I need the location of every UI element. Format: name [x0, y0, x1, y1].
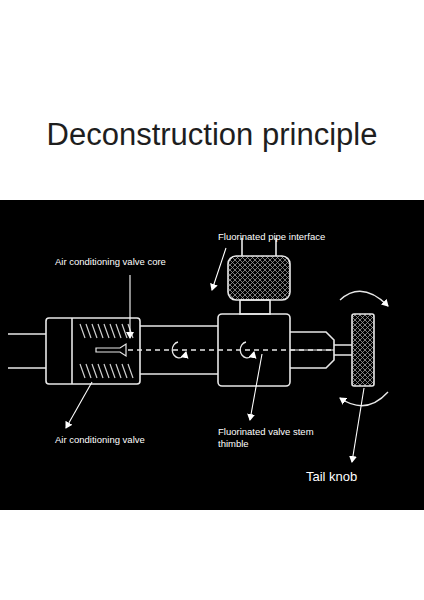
tail-knob — [352, 314, 374, 386]
pipe-stub — [8, 334, 46, 368]
rotation-arrow — [240, 342, 254, 358]
leader-lines — [66, 248, 364, 462]
stem-shaft — [334, 345, 352, 355]
screw-threads — [80, 324, 133, 378]
thread-stroke — [104, 324, 109, 378]
leader-line — [66, 382, 92, 428]
part-label: Air conditioning valve core — [55, 256, 166, 268]
thread-stroke — [98, 324, 103, 378]
valve-nut — [46, 318, 140, 384]
rotation-arrow — [340, 291, 388, 306]
rotation-arrow — [340, 392, 388, 406]
part-label: Tail knob — [306, 469, 357, 485]
leader-line — [250, 354, 262, 420]
thread-stroke — [110, 324, 115, 378]
rotation-arrow — [172, 342, 186, 358]
thread-stroke — [116, 324, 121, 378]
thread-stroke — [86, 324, 91, 378]
valve-core — [96, 344, 126, 356]
valve-stem — [128, 349, 334, 350]
page-title: Deconstruction principle — [0, 117, 424, 153]
leader-line — [352, 388, 364, 462]
part-label: Fluorinated pipe interface — [218, 231, 325, 243]
nut-edge — [71, 318, 73, 384]
valve-drawing — [8, 238, 388, 406]
leader-line — [212, 248, 226, 290]
part-label: Fluorinated valve stem thimble — [218, 426, 343, 450]
thread-stroke — [80, 324, 85, 378]
part-label: Air conditioning valve — [55, 434, 145, 446]
leader-line — [129, 275, 130, 338]
tee-neck — [240, 300, 270, 314]
dark-band — [0, 200, 424, 510]
tube-body — [140, 326, 218, 374]
pipe-nut — [228, 256, 290, 300]
